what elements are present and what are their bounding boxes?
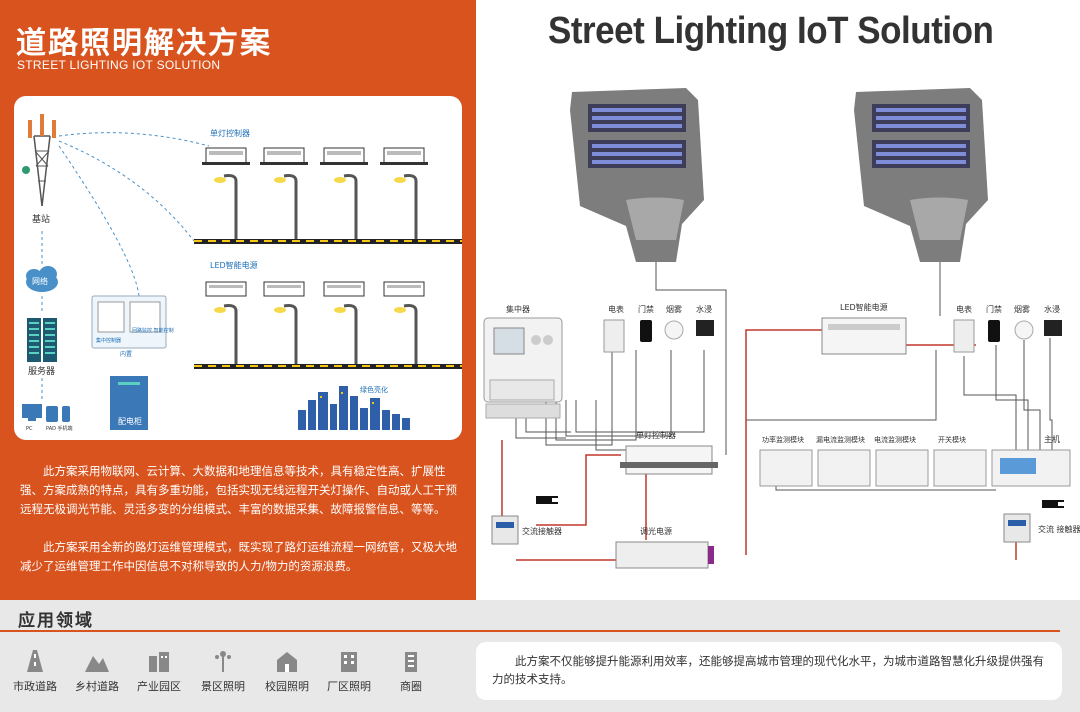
concentrator-label: 集中器: [506, 304, 530, 314]
switch-module-label: 开关模块: [938, 435, 966, 444]
base-station-label: 基站: [32, 213, 50, 225]
ac-contactor-icon-left: [491, 515, 519, 545]
app-label-scenic: 景区照明: [201, 680, 245, 693]
power-monitor-label: 功率监测模块: [762, 435, 804, 444]
meter-icon-left: [603, 319, 625, 353]
wires-right: [745, 262, 1053, 555]
door-sensor-icon-left: [640, 320, 652, 342]
right-title: Street Lighting IoT Solution: [548, 10, 994, 52]
app-item-campus: 校园照明: [252, 650, 322, 694]
smoke-detector-icon-left: [664, 320, 684, 340]
pad-label: PAD 手机端: [46, 425, 73, 432]
smoke-label-left: 烟雾: [666, 305, 682, 314]
concentrator-device: [483, 317, 563, 419]
app-item-rural: 乡村道路: [62, 650, 132, 694]
distribution-box-label: 配电柜: [118, 416, 142, 426]
meter-label-left: 电表: [608, 304, 624, 314]
campus-icon: [277, 652, 297, 672]
single-lamp-controller-label: 单灯控制器: [636, 430, 676, 440]
concentrator-device-icon: [97, 301, 125, 333]
cloud-icon: [26, 266, 58, 292]
app-label-road: 市政道路: [13, 680, 57, 693]
road-icon: [27, 650, 43, 672]
inner-label: 内置: [120, 350, 132, 358]
red-wires-left: [501, 440, 647, 561]
ac-contactor-icon-right: [1003, 513, 1031, 543]
single-lamp-controller-device: [620, 445, 718, 475]
ac-contactor-label-left: 交流接触器: [522, 526, 562, 536]
led-driver-label: LED智能电源: [840, 302, 888, 312]
pc-label: PC: [26, 426, 33, 432]
loop-monitor-device-icon: [129, 301, 161, 333]
controller-row-1: [202, 147, 428, 165]
loop-monitor-label: 回路监控 智能控制: [132, 327, 174, 334]
description-paragraph-2: 此方案采用全新的路灯运维管理模式，既实现了路灯运维流程一网统管，又极大地减少了运…: [20, 540, 457, 573]
app-label-rural: 乡村道路: [75, 680, 119, 693]
door-label-right: 门禁: [986, 304, 1002, 314]
server-icon: [27, 318, 57, 362]
system-diagram: 基站 网络 服务器: [22, 114, 462, 432]
led-driver-label: LED智能电源: [210, 260, 258, 270]
app-label-factory: 厂区照明: [327, 680, 371, 693]
application-divider: [0, 630, 1060, 632]
meter-label-right: 电表: [956, 304, 972, 314]
red-wires-right: [745, 329, 1017, 560]
streetlamps-row-1: [223, 174, 418, 241]
app-label-business: 商圈: [400, 680, 422, 693]
app-item-scenic: 景区照明: [188, 650, 258, 694]
base-station-icon: [22, 114, 56, 207]
street-lamp-head-left: [570, 88, 704, 262]
application-title: 应用领域: [18, 611, 94, 631]
dimming-power-label: 调光电源: [640, 526, 672, 536]
ac-contactor-label-right: 交流 接触器: [1038, 524, 1080, 534]
streetlamps-row-2: [223, 304, 418, 366]
dimming-power-device: [615, 541, 714, 569]
app-item-business: 商圈: [376, 650, 446, 694]
industrial-park-icon: [149, 652, 169, 672]
server-label: 服务器: [28, 365, 55, 377]
meter-icon-right: [953, 319, 975, 353]
description-paragraph-1: 此方案采用物联网、云计算、大数据和地理信息等技术，具有稳定性高、扩展性强、方案成…: [20, 464, 457, 516]
network-label: 网络: [32, 276, 48, 286]
city-skyline-icon: [298, 386, 410, 430]
app-item-road: 市政道路: [0, 650, 70, 694]
single-lamp-controller-label: 单灯控制器: [210, 128, 250, 138]
rural-icon: [85, 656, 109, 672]
app-item-industrial: 产业园区: [124, 650, 194, 694]
left-title: 道路照明解决方案: [16, 26, 272, 61]
current-monitor-label: 电流监测模块: [874, 435, 916, 444]
module-row: [759, 449, 1071, 487]
leak-monitor-label: 漏电流监测模块: [816, 435, 865, 444]
green-light-label: 绿色亮化: [360, 385, 388, 394]
wiring-diagram: 集中器 电表 门禁 烟雾 水浸 单灯控制器 交流接触器 调光电源: [483, 88, 1080, 569]
app-label-industrial: 产业园区: [137, 680, 181, 693]
water-sensor-icon-right: [1044, 320, 1062, 336]
led-driver-device: [821, 317, 907, 355]
app-item-factory: 厂区照明: [314, 650, 384, 694]
water-label-left: 水浸: [696, 304, 712, 314]
application-section: 应用领域 市政道路 乡村道路 产业园区 景区照明 校园照明 厂区照明 商圈 此方…: [0, 600, 1080, 712]
concentrator-label: 集中控制器: [96, 337, 121, 344]
water-sensor-icon-left: [696, 320, 714, 336]
factory-icon: [341, 652, 357, 672]
business-district-icon: [405, 652, 417, 672]
driver-row-2: [205, 281, 425, 297]
door-label-left: 门禁: [638, 304, 654, 314]
water-label-right: 水浸: [1044, 304, 1060, 314]
host-label: 主机: [1044, 434, 1060, 444]
left-panel: 道路照明解决方案 STREET LIGHTING IOT SOLUTION 基站: [0, 0, 476, 600]
smoke-label-right: 烟雾: [1014, 305, 1030, 314]
app-label-campus: 校园照明: [265, 680, 309, 693]
scenic-lamp-icon: [215, 651, 231, 672]
door-sensor-icon-right: [988, 320, 1000, 342]
device-icons: [22, 404, 70, 422]
power-plug-icon-left: [536, 496, 558, 504]
smoke-detector-icon-right: [1014, 320, 1034, 340]
wires-left: [515, 262, 727, 455]
summary-card: 此方案不仅能够提升能源利用效率，还能够提高城市管理的现代化水平，为城市道路智慧化…: [476, 642, 1062, 700]
system-diagram-card: 基站 网络 服务器: [14, 96, 462, 440]
left-subtitle: STREET LIGHTING IOT SOLUTION: [17, 58, 221, 72]
power-plug-icon-right: [1042, 500, 1064, 508]
street-lamp-head-right: [854, 88, 988, 262]
